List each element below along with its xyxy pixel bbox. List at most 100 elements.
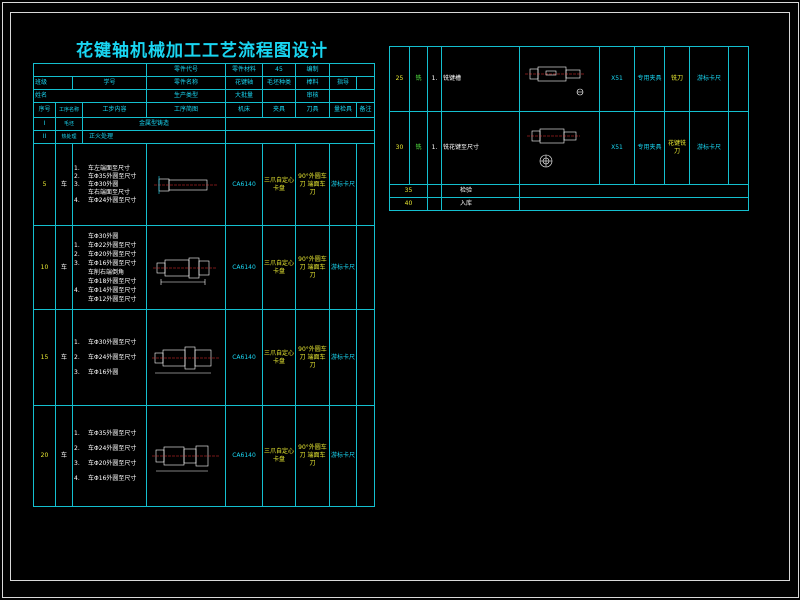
label-student-no: 学号: [72, 76, 147, 90]
part-name-value: 花键轴: [225, 76, 263, 90]
process-table-right: 25 铣 1. 铣键槽 X51 专用夹具 铣刀 游标卡尺 30 铣 1. 铣花键…: [389, 46, 749, 211]
step-text: 车Φ22外圆至尺寸: [88, 241, 137, 249]
step-text: 车Φ16外圆至尺寸: [88, 259, 137, 267]
op-sketch: [146, 225, 226, 310]
op-steps: 1.车Φ30外圆至尺寸 2.车Φ24外圆至尺寸 3.车Φ16外圆: [72, 309, 147, 406]
op-seq: 30: [389, 111, 410, 185]
op-machine: CA6140: [225, 143, 263, 226]
storage-row: 40 入库: [389, 197, 749, 211]
label-review: 审核: [295, 89, 330, 103]
step-text: 车Φ24外圆至尺寸: [88, 196, 137, 204]
op-tool: 90°外圆车刀 端面车刀: [295, 405, 330, 507]
step-text: 车Φ35外圆至尺寸: [88, 430, 137, 437]
op-tool: 花键铣刀: [664, 111, 690, 185]
op-machine: X51: [599, 46, 635, 112]
step-text: 车Φ30外圆: [88, 180, 119, 188]
heat-content: 正火处理: [82, 130, 226, 144]
op-seq: 35: [389, 184, 428, 198]
header-row-1: 零件代号 零件材料 45 编制: [33, 63, 375, 77]
header-row-4: 序号 工序名称 工步内容 工序简图 机床 夹具 刀具 量检具 备注: [33, 102, 375, 118]
heat-treat-row: II 热处理 正火处理: [33, 130, 375, 144]
step-no: 1.: [427, 111, 442, 185]
seq-ii: II: [33, 130, 56, 144]
op-row-25: 25 铣 1. 铣键槽 X51 专用夹具 铣刀 游标卡尺: [389, 46, 749, 112]
op-name: 车: [55, 309, 73, 406]
step-text: 车Φ35外圆至尺寸: [88, 172, 137, 180]
col-gauge: 量检具: [329, 102, 357, 118]
stepped-shaft-sketch-icon: [152, 346, 219, 373]
op-seq: 15: [33, 309, 56, 406]
op-seq: 5: [33, 143, 56, 226]
op-row-20: 20 车 1.车Φ35外圆至尺寸 2.车Φ24外圆至尺寸 3.车Φ20外圆至尺寸…: [33, 405, 375, 507]
op-content: 铣键槽: [441, 46, 520, 112]
blank-row: I 毛坯 金属型铸造: [33, 117, 375, 131]
op-gauge: 游标卡尺: [329, 309, 357, 406]
step-text: 车Φ14外圆至尺寸: [88, 286, 137, 294]
label-class: 班级: [33, 76, 73, 90]
col-machine: 机床: [225, 102, 263, 118]
op-row-5: 5 车 1.车左端面至尺寸 2.车Φ35外圆至尺寸 3.车Φ30外圆 车右端面至…: [33, 143, 375, 226]
op-steps: 车Φ30外圆 1.车Φ22外圆至尺寸 2.车Φ20外圆至尺寸 3.车Φ16外圆至…: [72, 225, 147, 310]
op-tool: 铣刀: [664, 46, 690, 112]
drawing-title: 花键轴机械加工工艺流程图设计: [76, 41, 328, 61]
op-seq: 10: [33, 225, 56, 310]
header-row-3: 姓名 生产类型 大批量 审核: [33, 89, 375, 103]
op-steps: 1.车Φ35外圆至尺寸 2.车Φ24外圆至尺寸 3.车Φ20外圆至尺寸 4.车Φ…: [72, 405, 147, 507]
step-text: 车Φ30外圆: [88, 232, 119, 240]
shaft-sketch-icon: [154, 175, 217, 194]
op-sketch: [519, 46, 600, 112]
op-row-10: 10 车 车Φ30外圆 1.车Φ22外圆至尺寸 2.车Φ20外圆至尺寸 3.车Φ…: [33, 225, 375, 310]
op-machine: CA6140: [225, 405, 263, 507]
step-text: 车Φ30外圆至尺寸: [88, 339, 137, 346]
stepped-shaft-sketch-icon: [152, 445, 219, 472]
op-name-heat: 热处理: [55, 130, 83, 144]
op-machine: X51: [599, 111, 635, 185]
op-name: 铣: [409, 46, 428, 112]
op-fixture: 三爪自定心卡盘: [262, 143, 296, 226]
op-name: 铣: [409, 111, 428, 185]
op-gauge: 游标卡尺: [329, 405, 357, 507]
col-op-name: 工序名称: [55, 102, 83, 118]
op-row-30: 30 铣 1. 铣花键至尺寸 X51 专用夹具 花键铣刀 游标卡尺: [389, 111, 749, 185]
op-sketch: [146, 143, 226, 226]
op-name-blank: 毛坯: [55, 117, 83, 131]
spline-shaft-sketch-icon: [526, 128, 580, 168]
inspection-row: 35 检验: [389, 184, 749, 198]
inner-border: [10, 12, 790, 581]
op-fixture: 专用夹具: [634, 111, 665, 185]
op-fixture: 三爪自定心卡盘: [262, 405, 296, 507]
label-part-code: 零件代号: [146, 63, 226, 77]
col-tool: 刀具: [295, 102, 330, 118]
col-fixture: 夹具: [262, 102, 296, 118]
op-fixture: 专用夹具: [634, 46, 665, 112]
step-text: 车削右端倒角: [88, 268, 125, 276]
op-sketch: [519, 111, 600, 185]
step-text: 车Φ16外圆: [88, 369, 119, 376]
step-text: 车Φ20外圆至尺寸: [88, 250, 137, 258]
label-part-name: 零件名称: [146, 76, 226, 90]
label-production-type: 生产类型: [146, 89, 226, 103]
seq-i: I: [33, 117, 56, 131]
op-name: 车: [55, 225, 73, 310]
op-seq: 20: [33, 405, 56, 507]
step-text: 车Φ18外圆至尺寸: [88, 277, 137, 285]
op-sketch: [146, 309, 226, 406]
op-seq: 25: [389, 46, 410, 112]
step-text: 车Φ12外圆至尺寸: [88, 295, 137, 303]
col-sketch: 工序简图: [146, 102, 226, 118]
op-tool: 90°外圆车刀 端面车刀: [295, 143, 330, 226]
op-fixture: 三爪自定心卡盘: [262, 309, 296, 406]
op-content: 检验: [441, 184, 520, 198]
step-text: 车Φ16外圆至尺寸: [88, 475, 137, 482]
stepped-shaft-sketch-icon: [153, 257, 217, 285]
step-text: 车左端面至尺寸: [88, 164, 131, 172]
op-seq: 40: [389, 197, 428, 211]
label-advisor: 指导: [329, 76, 357, 90]
op-content: 铣花键至尺寸: [441, 111, 520, 185]
production-type-value: 大批量: [225, 89, 263, 103]
step-no: 1.: [427, 46, 442, 112]
op-gauge: 游标卡尺: [689, 46, 729, 112]
op-fixture: 三爪自定心卡盘: [262, 225, 296, 310]
col-seq: 序号: [33, 102, 56, 118]
op-tool: 90°外圆车刀 端面车刀: [295, 309, 330, 406]
